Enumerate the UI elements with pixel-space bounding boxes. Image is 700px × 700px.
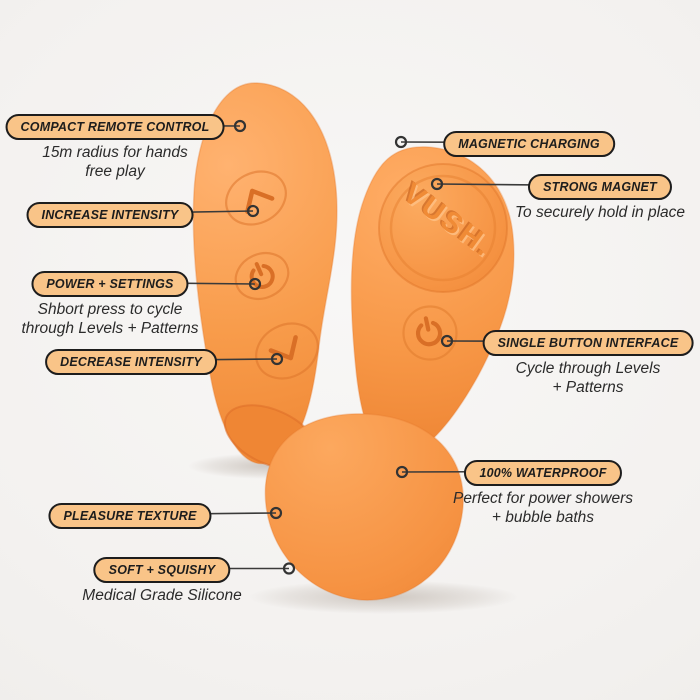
feature-label: DECREASE INTENSITY <box>60 354 202 369</box>
ring-dot-icon <box>248 277 262 291</box>
feature-pill: SINGLE BUTTON INTERFACE <box>482 330 694 356</box>
ring-dot-icon <box>395 465 409 479</box>
feature-label: POWER + SETTINGS <box>46 276 174 291</box>
remote-control <box>192 82 338 470</box>
feature-pill: PLEASURE TEXTURE <box>48 503 212 529</box>
callout-compact-remote-control: COMPACT REMOTE CONTROL 15m radius for ha… <box>5 114 225 182</box>
ring-dot-icon <box>233 119 247 133</box>
callout-soft-squishy: SOFT + SQUISHY Medical Grade Silicone <box>82 557 242 606</box>
feature-label: INCREASE INTENSITY <box>41 207 179 222</box>
feature-label: STRONG MAGNET <box>543 179 657 194</box>
feature-label: MAGNETIC CHARGING <box>458 136 600 151</box>
device-power-button <box>402 305 458 361</box>
connector-dots <box>233 119 454 575</box>
feature-pill: POWER + SETTINGS <box>31 271 189 297</box>
callout-single-button-interface: SINGLE BUTTON INTERFACE Cycle through Le… <box>482 330 694 398</box>
callout-magnetic-charging: MAGNETIC CHARGING <box>443 131 615 157</box>
feature-label: SINGLE BUTTON INTERFACE <box>497 335 679 350</box>
feature-label: COMPACT REMOTE CONTROL <box>20 119 210 134</box>
callout-power-settings: POWER + SETTINGS Shbort press to cycle t… <box>21 271 199 339</box>
feature-subtitle: Shbort press to cycle through Levels + P… <box>21 301 199 337</box>
ring-dot-icon <box>394 135 408 149</box>
ring-dot-icon <box>440 334 454 348</box>
chevron-up-icon <box>245 188 275 214</box>
feature-subtitle: Perfect for power showers + bubble baths <box>452 490 634 526</box>
feature-pill: MAGNETIC CHARGING <box>443 131 615 157</box>
callout-strong-magnet: STRONG MAGNET To securely hold in place <box>515 174 685 223</box>
feature-pill: COMPACT REMOTE CONTROL <box>5 114 225 140</box>
power-icon <box>249 262 275 289</box>
wearable-device: VUSH. VUSH. VUSH. <box>264 146 515 601</box>
device-body-lower <box>264 413 464 601</box>
feature-pill: INCREASE INTENSITY <box>26 202 194 228</box>
feature-pill: STRONG MAGNET <box>528 174 672 200</box>
feature-label: SOFT + SQUISHY <box>108 562 216 577</box>
feature-pill: SOFT + SQUISHY <box>93 557 231 583</box>
increase-intensity-button <box>225 170 287 226</box>
feature-label: 100% WATERPROOF <box>479 465 607 480</box>
power-icon <box>415 316 443 347</box>
callout-increase-intensity: INCREASE INTENSITY <box>26 202 194 228</box>
feature-subtitle: Medical Grade Silicone <box>82 587 242 604</box>
disc-rim <box>389 174 497 282</box>
ring-dot-icon <box>282 562 296 575</box>
ring-dot-icon <box>270 352 284 366</box>
callout-decrease-intensity: DECREASE INTENSITY <box>45 349 217 375</box>
magnetic-disc: VUSH. VUSH. VUSH. <box>378 163 508 293</box>
feature-pill: 100% WATERPROOF <box>464 460 622 486</box>
feature-pill: DECREASE INTENSITY <box>45 349 217 375</box>
feature-label: PLEASURE TEXTURE <box>63 508 197 523</box>
ring-dot-icon <box>269 506 283 520</box>
remote-power-button <box>234 251 290 301</box>
callout-waterproof: 100% WATERPROOF Perfect for power shower… <box>453 460 633 528</box>
callout-pleasure-texture: PLEASURE TEXTURE <box>48 503 212 529</box>
feature-subtitle: Cycle through Levels + Patterns <box>515 360 661 396</box>
ring-dot-icon <box>246 204 260 218</box>
feature-subtitle: 15m radius for hands free play <box>42 144 188 180</box>
ring-dot-icon <box>430 177 444 191</box>
feature-subtitle: To securely hold in place <box>514 204 686 221</box>
